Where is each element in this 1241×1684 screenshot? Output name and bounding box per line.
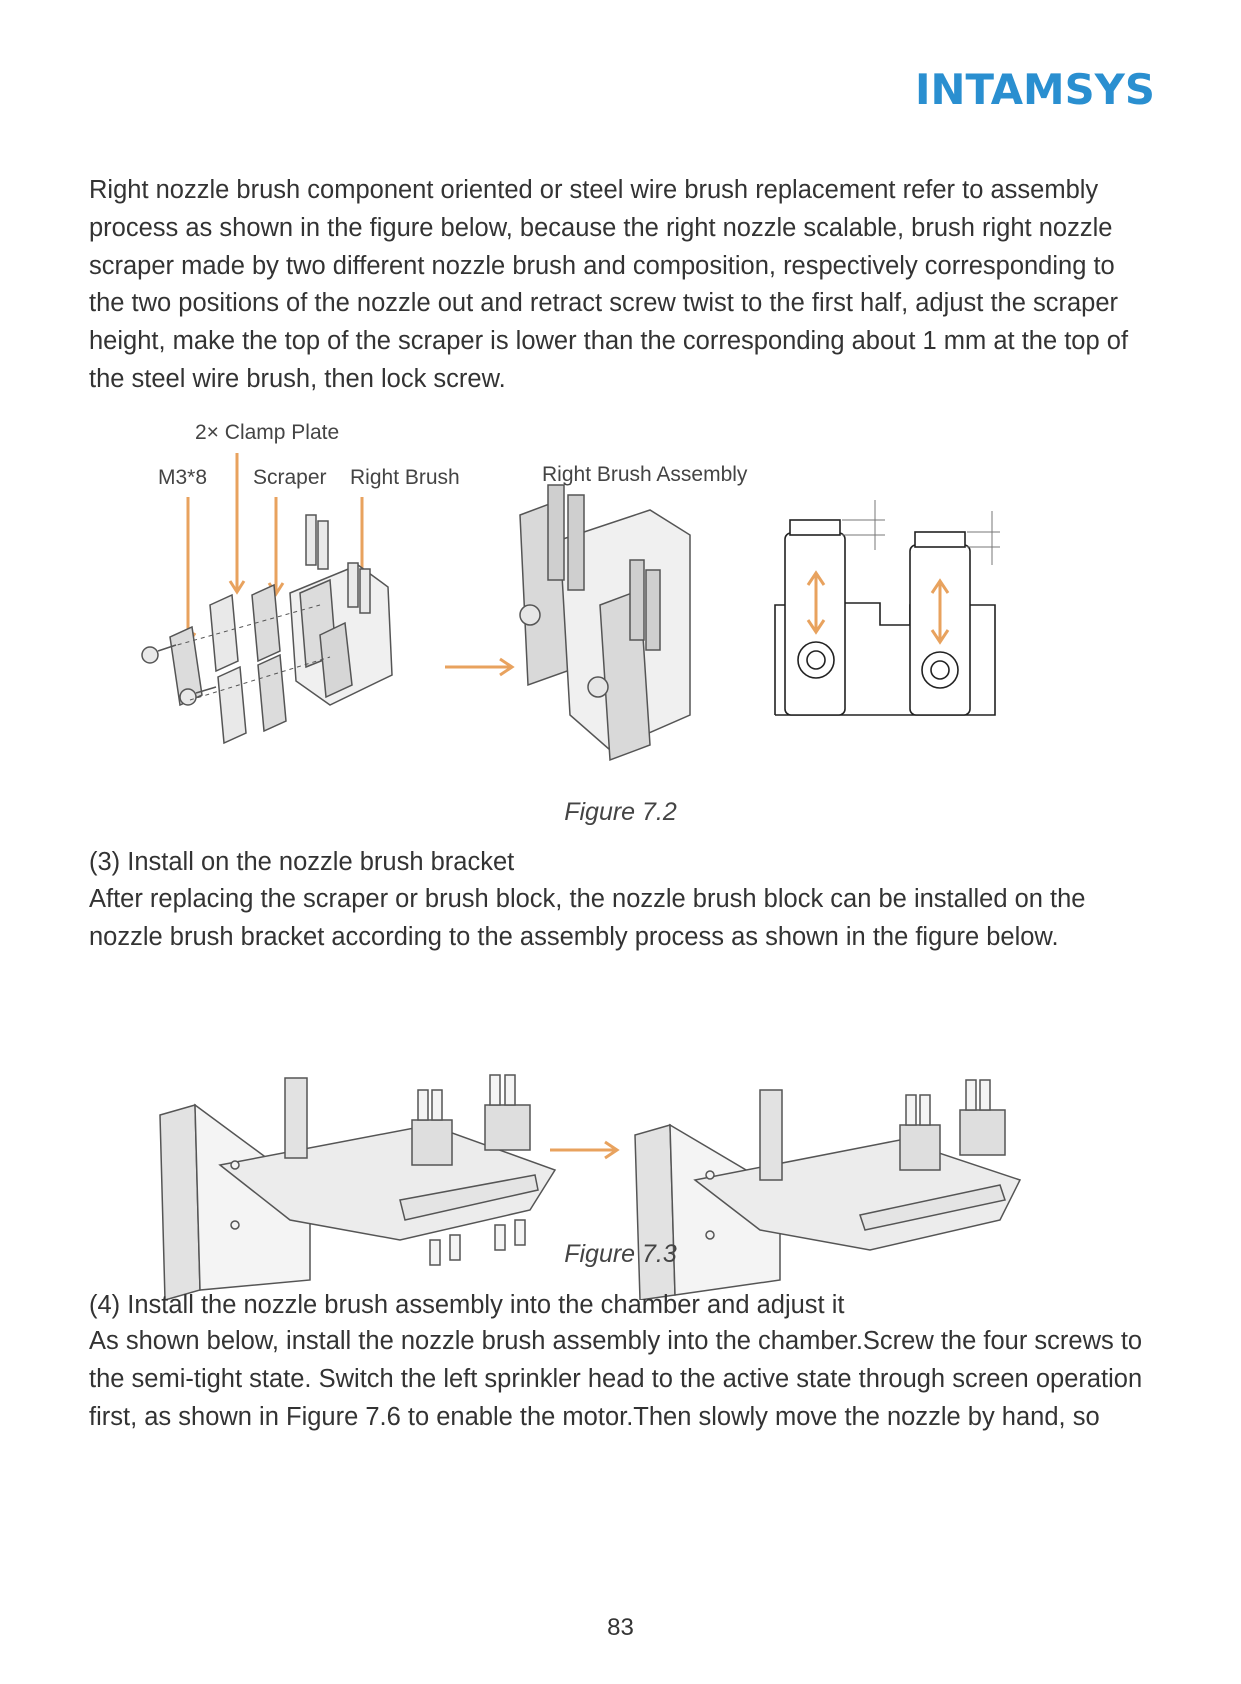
right-brush-label: Right Brush <box>350 466 460 489</box>
figure-7-3-illustration <box>159 1074 1022 1300</box>
height-adjust-arrows <box>806 570 950 645</box>
assembly-arrow <box>550 1140 620 1160</box>
text-line: nozzle brush bracket according to the as… <box>89 922 1059 951</box>
step-4-paragraph: As shown below, install the nozzle brush… <box>89 1323 1143 1436</box>
logo-wordmark: INTAMSYS <box>915 66 1155 110</box>
step-3-paragraph: After replacing the scraper or brush blo… <box>89 881 1143 957</box>
text-line: process as shown in the figure below, be… <box>89 213 1113 242</box>
step-3-heading: (3) Install on the nozzle brush bracket <box>89 848 515 876</box>
clamp-plate-label: 2× Clamp Plate <box>195 421 339 444</box>
intro-paragraph: Right nozzle brush component oriented or… <box>89 172 1143 399</box>
exploded-parts <box>141 514 393 745</box>
page-number: 83 <box>607 1614 634 1641</box>
text-line: As shown below, install the nozzle brush… <box>89 1327 1143 1355</box>
bracket-exploded <box>159 1074 557 1300</box>
text-line: height, make the top of the scraper is l… <box>89 327 1129 356</box>
figure-7-2-caption: Figure 7.2 <box>564 798 677 826</box>
step-4-heading: (4) Install the nozzle brush assembly in… <box>89 1291 845 1319</box>
bracket-assembled <box>634 1079 1022 1300</box>
text-line: the steel wire brush, then lock screw. <box>89 364 506 393</box>
text-line: Right nozzle brush component oriented or… <box>89 176 1099 204</box>
text-line: the two positions of the nozzle out and … <box>89 289 1119 318</box>
front-view-diagram <box>774 519 996 716</box>
assembled-brush <box>519 484 691 762</box>
intamsys-logo: INTAMSYS <box>915 66 1155 110</box>
right-brush-assembly-label: Right Brush Assembly <box>542 463 748 486</box>
text-line: the semi-tight state. Switch the left sp… <box>89 1364 1143 1393</box>
m3-label: M3*8 <box>158 466 207 489</box>
figure-7-3-caption: Figure 7.3 <box>564 1240 677 1268</box>
text-line: scraper made by two different nozzle bru… <box>89 251 1115 280</box>
dimension-lines <box>842 500 1000 565</box>
text-line: first, as shown in Figure 7.6 to enable … <box>89 1402 1100 1431</box>
text-line: After replacing the scraper or brush blo… <box>89 885 1086 913</box>
scraper-label: Scraper <box>253 466 327 489</box>
figure-7-2-illustration: 2× Clamp Plate M3*8 Scraper Right Brush … <box>141 421 1000 762</box>
